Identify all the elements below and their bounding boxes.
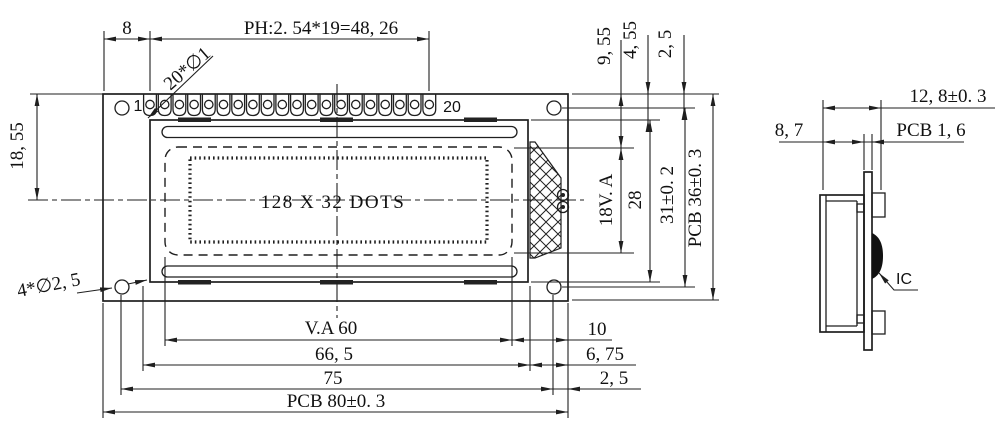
side-view: IC [819, 171, 918, 351]
pin-20-label: 20 [443, 99, 461, 116]
pin-1-label: 1 [134, 98, 143, 115]
dimensions-bottom: V.A 60 66, 5 75 PCB 80±0. 3 10 6, 75 2, … [102, 257, 641, 418]
extension-lines-side [822, 100, 882, 190]
dim-frame-right: 6, 75 [586, 344, 624, 365]
display-resolution-text: 128 X 32 DOTS [261, 192, 406, 213]
dim-pcb-thickness: PCB 1, 6 [896, 120, 965, 141]
cob-ic-blob [872, 233, 883, 279]
hole-callout-leader-2 [127, 279, 148, 285]
dim-pcb-height: PCB 36±0. 3 [685, 149, 706, 248]
mounting-hole-top-left [114, 100, 130, 116]
side-pin-top [871, 192, 886, 218]
dim-holes-v: 31±0. 2 [657, 166, 678, 224]
dim-left-center: 18, 55 [7, 122, 28, 170]
elastomer-strip-top [161, 125, 518, 139]
extension-lines-bottom [102, 257, 569, 418]
ic-leader-line [878, 272, 918, 291]
dim-module-depth: 8, 7 [775, 120, 804, 141]
dim-holes-h: 75 [324, 368, 343, 389]
dim-va-width: V.A 60 [305, 318, 357, 339]
dim-frame-height: 28 [625, 191, 646, 210]
side-elastomer-bottom [856, 314, 865, 324]
extension-lines-right [514, 93, 719, 301]
elastomer-strip-bottom [161, 265, 518, 278]
dimensions-right: 9, 55 4, 55 2, 5 18V. A 28 31±0. 2 PCB 3… [514, 21, 719, 301]
dim-total-depth: 12, 8±0. 3 [910, 86, 987, 107]
side-pin-bottom [871, 310, 886, 335]
viewing-area-outline [164, 146, 513, 256]
dim-va-height: 18V. A [596, 174, 617, 227]
display-window-outline [188, 156, 489, 244]
hole-callout-leader-1 [76, 287, 113, 294]
pin-callout-leader [147, 55, 214, 119]
dim-va-right: 10 [588, 319, 607, 340]
mounting-hole-bottom-right [546, 279, 562, 295]
dim-frame-top: 4, 55 [620, 21, 641, 59]
mounting-hole-bottom-left [114, 279, 130, 295]
side-elastomer-top [856, 203, 865, 213]
dim-pin-edge: 8 [122, 18, 132, 39]
dim-frame-width: 66, 5 [315, 344, 353, 365]
mounting-hole-top-right [546, 100, 562, 116]
backlight-connector-hatch [529, 141, 562, 259]
dim-hole-right: 2, 5 [600, 368, 629, 389]
dimensions-side: 12, 8±0. 3 8, 7 PCB 1, 6 [775, 86, 995, 190]
side-module-body [819, 194, 865, 333]
dim-pcb-width: PCB 80±0. 3 [287, 391, 386, 412]
dim-pitch: PH:2. 54*19=48, 26 [244, 18, 398, 39]
dim-va-top: 9, 55 [594, 27, 615, 65]
ic-label: IC [896, 271, 912, 288]
front-view: 1 20 128 X 32 DOTS [28, 84, 584, 318]
side-module-inner-lines [825, 195, 858, 332]
dim-hole-top: 2, 5 [655, 30, 676, 59]
backlight-contacts [556, 188, 570, 214]
pin-hole-circles [145, 99, 435, 110]
